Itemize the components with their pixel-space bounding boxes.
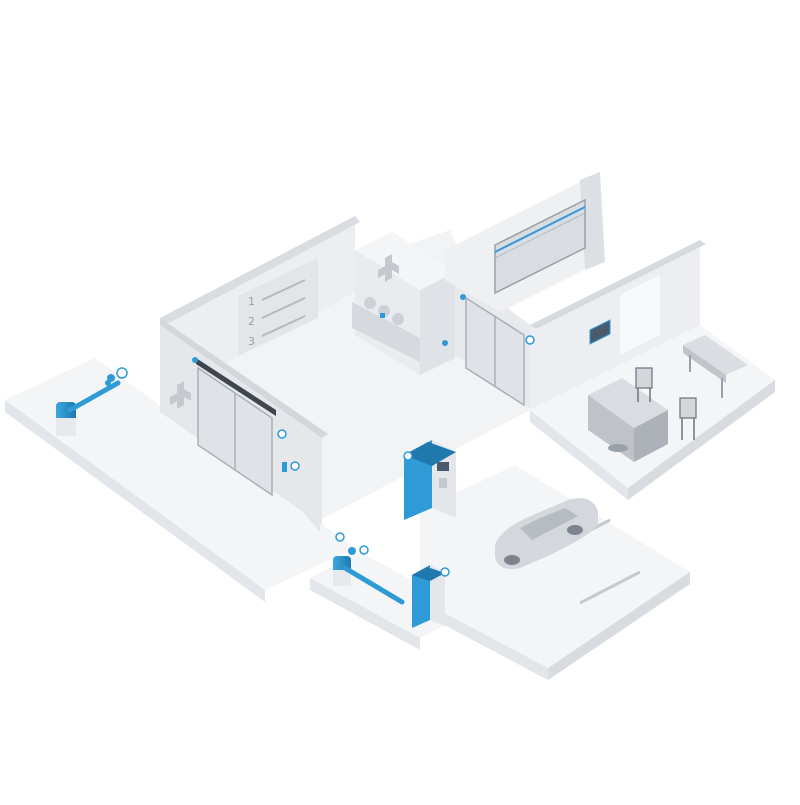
pay-station-icon xyxy=(412,565,445,628)
wall-display-panel xyxy=(589,319,611,345)
barrier-gate-icon xyxy=(333,547,405,605)
car-icon xyxy=(495,498,598,570)
directory-row-2: 2 xyxy=(248,315,255,328)
medical-cross-icon xyxy=(378,254,399,282)
sensor-markers xyxy=(105,294,535,577)
reception-counter xyxy=(352,297,420,362)
lounge-bench-top xyxy=(683,335,748,375)
sensor-icon xyxy=(442,340,448,346)
entrance-front-wall-top xyxy=(160,318,328,438)
left-walkway-side xyxy=(5,400,265,602)
sensor-icon xyxy=(403,451,413,461)
sensor-icon xyxy=(335,532,345,542)
pay-station-icon xyxy=(404,440,456,520)
sensor-icon xyxy=(290,461,300,471)
lounge-opening xyxy=(620,275,660,355)
reception-block-top xyxy=(355,232,455,290)
main-entrance-doors xyxy=(196,358,276,497)
parking-lot-side xyxy=(420,600,548,680)
chair-1 xyxy=(635,367,653,402)
directory-line-1 xyxy=(261,279,306,301)
parking-line-2 xyxy=(579,570,641,605)
lounge-floor-side xyxy=(530,410,628,500)
sensor-icon xyxy=(282,462,287,472)
sensor-icon xyxy=(460,294,466,300)
reception-desk-top xyxy=(588,378,668,428)
building-window xyxy=(494,198,586,295)
sensor-icon xyxy=(192,357,198,363)
lobby-back-wall-top xyxy=(160,216,360,325)
lower-entry-side xyxy=(310,578,420,650)
lounge-bench-front xyxy=(683,345,726,383)
window-wall-side xyxy=(580,172,605,270)
corridor-doors xyxy=(465,296,525,407)
directory-sign: 1 2 3 xyxy=(238,258,318,356)
sensor-icon xyxy=(116,367,128,379)
parking-lot-top xyxy=(420,465,690,668)
stool-base xyxy=(608,444,628,452)
sensor-icon xyxy=(359,545,369,555)
directory-row-1: 1 xyxy=(248,295,255,308)
sensor-icon xyxy=(105,380,111,386)
left-walkway-top xyxy=(5,358,355,590)
lounge-floor-side-right xyxy=(628,380,775,500)
directory-row-3: 3 xyxy=(248,335,255,348)
lounge-wall-top xyxy=(530,240,706,329)
directory-line-2 xyxy=(261,297,306,319)
reception-block-right xyxy=(420,272,455,375)
lounge-furniture xyxy=(588,335,748,462)
sensor-icon xyxy=(440,567,450,577)
parking-lot-side-right xyxy=(548,572,690,680)
sensor-icon xyxy=(525,335,535,345)
directory-line-3 xyxy=(261,315,306,337)
medical-cross-icon xyxy=(170,381,191,409)
sensor-icon xyxy=(277,429,287,439)
barrier-gate-icon xyxy=(56,374,121,436)
chair-2 xyxy=(679,397,697,440)
reception-desk-side xyxy=(634,410,668,462)
